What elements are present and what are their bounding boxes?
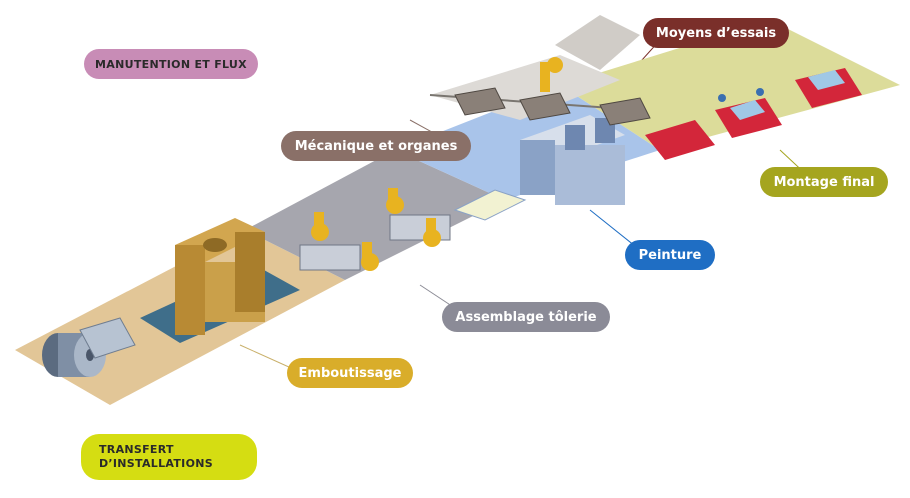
coil-roll [42, 333, 106, 377]
label-transfert-installations: TRANSFERT D’INSTALLATIONS [81, 434, 257, 480]
label-montage-final: Montage final [760, 167, 888, 197]
label-mecanique-organes: Mécanique et organes [281, 131, 471, 161]
press-machine [175, 218, 265, 335]
metal-sheet [79, 317, 136, 359]
label-peinture: Peinture [625, 240, 715, 270]
transfert-line-1: TRANSFERT [99, 443, 174, 456]
final-assembly-cars [645, 68, 862, 160]
label-manutention-flux: MANUTENTION ET FLUX [84, 49, 258, 79]
assembly-cells [299, 188, 451, 271]
zone-mecanique-tower [555, 15, 640, 70]
label-assemblage-tolerie: Assemblage tôlerie [442, 302, 610, 332]
label-moyens-essais: Moyens d’essais [643, 18, 789, 48]
label-emboutissage: Emboutissage [287, 358, 413, 388]
mechanics-conveyor [429, 57, 651, 126]
paint-booth [453, 115, 625, 221]
transfert-line-2: D’INSTALLATIONS [99, 457, 213, 470]
